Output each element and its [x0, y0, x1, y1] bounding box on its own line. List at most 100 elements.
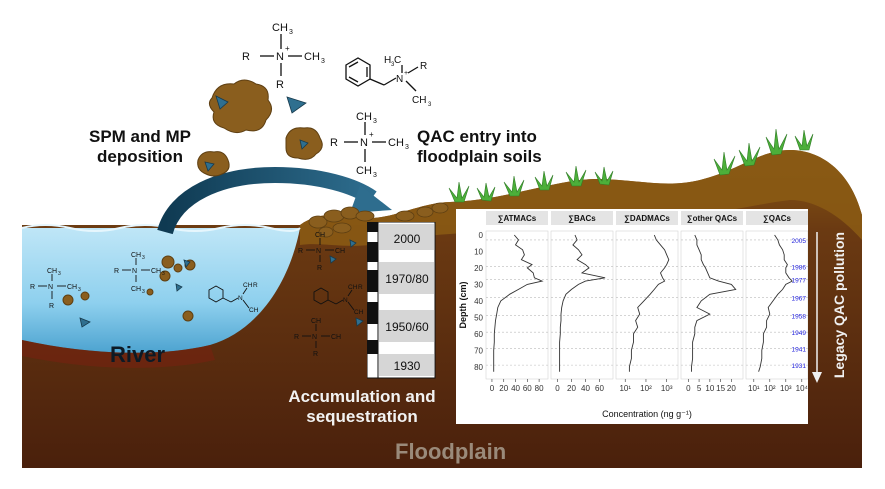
- svg-text:CH: CH: [249, 307, 259, 314]
- svg-text:N: N: [316, 248, 321, 255]
- panel-title-4: ∑QACs: [763, 214, 791, 223]
- core-layer-1930: 1930: [394, 359, 421, 373]
- svg-text:CH: CH: [131, 252, 141, 259]
- y-tick-label-80: 80: [474, 363, 483, 372]
- panel-1-xtick-label-1: 20: [567, 384, 576, 393]
- svg-text:+: +: [285, 44, 290, 53]
- svg-text:R: R: [317, 265, 322, 272]
- year-label-1967: 1967: [792, 296, 807, 303]
- svg-text:N: N: [396, 74, 403, 85]
- panel-4-xtick-label-3: 10⁴: [796, 384, 808, 393]
- svg-text:3: 3: [58, 271, 61, 277]
- panel-strip-4: [746, 211, 808, 225]
- spm-label-line2: deposition: [97, 146, 183, 166]
- svg-text:R: R: [294, 334, 299, 341]
- svg-text:+: +: [369, 130, 374, 139]
- panel-3-xtick-label-4: 20: [727, 384, 736, 393]
- accumulation-label: Accumulation and sequestration: [282, 387, 442, 426]
- svg-text:CH: CH: [331, 334, 341, 341]
- grass: [448, 128, 814, 203]
- core-layer-1950: 1950/60: [385, 320, 429, 334]
- svg-text:3: 3: [78, 287, 81, 293]
- panel-strip-1: [551, 211, 613, 225]
- river-label: River: [110, 342, 166, 367]
- svg-text:3: 3: [321, 58, 325, 65]
- panel-4-xtick-label-1: 10²: [764, 384, 776, 393]
- panel-0-xtick-label-1: 20: [499, 384, 508, 393]
- svg-text:CH: CH: [151, 268, 161, 275]
- y-tick-label-0: 0: [479, 231, 484, 240]
- svg-text:3: 3: [373, 172, 377, 178]
- svg-text:R: R: [253, 282, 258, 289]
- core-layer-2000: 2000: [394, 232, 421, 246]
- year-label-1977: 1977: [792, 277, 807, 284]
- deposition-arrow: [157, 166, 377, 235]
- svg-text:+: +: [404, 70, 408, 77]
- panel-3-xtick-label-2: 10: [705, 384, 714, 393]
- svg-text:R: R: [276, 79, 284, 90]
- panel-plot-3: [680, 230, 744, 380]
- panel-3-xtick-label-3: 15: [716, 384, 725, 393]
- y-tick-label-20: 20: [474, 264, 483, 273]
- panel-plot-2: [615, 230, 679, 380]
- svg-text:CH: CH: [47, 268, 57, 275]
- svg-text:CH: CH: [356, 111, 372, 123]
- river-water: [22, 228, 300, 353]
- spm-label: SPM and MP deposition: [74, 127, 206, 166]
- svg-text:R: R: [420, 61, 427, 72]
- x-axis-title: Concentration (ng g⁻¹): [602, 409, 692, 419]
- svg-text:3: 3: [391, 62, 395, 68]
- microplastics: [79, 95, 364, 328]
- svg-text:R: R: [358, 284, 363, 291]
- accumulation-line2: sequestration: [306, 406, 418, 426]
- panel-title-3: ∑other QACs: [687, 214, 738, 223]
- svg-text:R: R: [242, 51, 250, 63]
- y-tick-label-10: 10: [474, 247, 483, 256]
- svg-text:CH: CH: [356, 165, 372, 177]
- svg-text:3: 3: [142, 255, 145, 261]
- svg-text:N: N: [48, 284, 53, 291]
- svg-text:3: 3: [289, 29, 293, 36]
- svg-text:R: R: [298, 248, 303, 255]
- panel-0-xtick-label-3: 60: [523, 384, 532, 393]
- year-label-1941: 1941: [792, 347, 807, 354]
- river-bed: [22, 340, 215, 368]
- svg-text:H: H: [384, 55, 391, 66]
- panel-plot-0: [485, 230, 549, 380]
- core-stripes: [367, 222, 378, 354]
- panel-strip-2: [616, 211, 678, 225]
- svg-text:R: R: [114, 268, 119, 275]
- svg-text:CH: CH: [67, 284, 77, 291]
- svg-text:R: R: [330, 137, 338, 149]
- year-label-2005: 2005: [792, 238, 807, 245]
- spm-label-line1: SPM and MP: [88, 127, 191, 146]
- y-tick-label-50: 50: [474, 313, 483, 322]
- qac-entry-line1: QAC entry into: [417, 127, 537, 146]
- floodplain-label: Floodplain: [395, 439, 507, 464]
- deposition-arrowhead: [350, 185, 392, 213]
- panel-4-xtick-label-2: 10³: [780, 384, 792, 393]
- svg-text:CH: CH: [335, 248, 345, 255]
- svg-text:N: N: [276, 51, 284, 63]
- panel-0-xtick-label-0: 0: [490, 384, 495, 393]
- svg-text:R: R: [49, 303, 54, 310]
- year-label-1931: 1931: [792, 363, 807, 370]
- svg-text:N: N: [343, 297, 348, 304]
- legacy-arrowhead: [812, 372, 822, 383]
- svg-text:CH: CH: [272, 22, 288, 34]
- panel-3-profile-line: [691, 234, 737, 372]
- svg-text:CH: CH: [412, 95, 426, 106]
- svg-text:CH: CH: [348, 284, 358, 291]
- panel-1-profile-line: [559, 234, 606, 372]
- core-layer-1970: 1970/80: [385, 272, 429, 286]
- panel-3-xtick-label-0: 0: [686, 384, 691, 393]
- panel-plot-4: [745, 230, 808, 380]
- panel-strip-0: [486, 211, 548, 225]
- svg-text:R: R: [30, 284, 35, 291]
